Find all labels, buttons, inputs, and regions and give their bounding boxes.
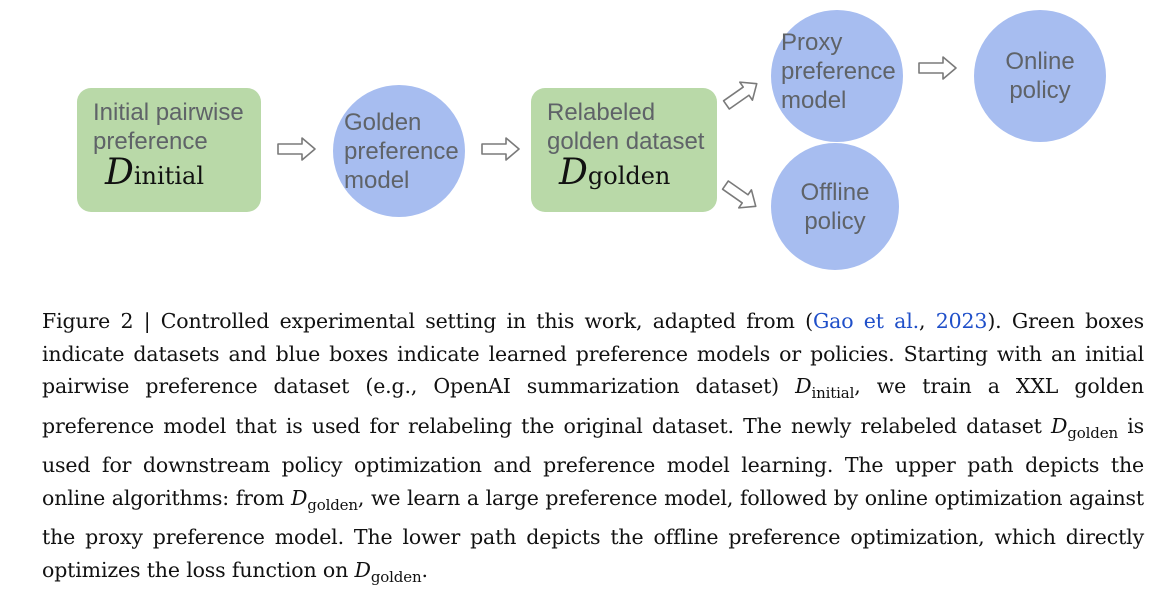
proxy-model-line1: Proxy [781, 29, 843, 56]
offline-policy-line1: Offline [800, 178, 870, 206]
d-golden-symbol: Dgolden [559, 152, 671, 193]
caption-text-5: , we learn a large preference model, fol… [42, 485, 1145, 582]
arrow-icon-2 [481, 137, 520, 161]
proxy-model-line2: preference [781, 58, 896, 85]
online-policy-line2: policy [1009, 77, 1071, 104]
arrow-icon-3 [918, 56, 957, 80]
figure-caption: Figure 2 | Controlled experimental setti… [42, 305, 1144, 593]
citation-author-link[interactable]: Gao et al. [812, 309, 920, 333]
caption-text-1: Figure 2 | Controlled experimental setti… [42, 309, 813, 333]
relabeled-dataset-box: Relabeled golden dataset Dgolden [531, 88, 717, 212]
initial-dataset-box: Initial pairwise preference Dinitial [77, 88, 261, 212]
citation-year-link[interactable]: 2023 [935, 309, 988, 333]
proxy-model-line3: model [781, 87, 847, 114]
d-initial-symbol: Dinitial [105, 152, 204, 193]
arrow-icon-up [722, 81, 758, 110]
d-golden-inline-3: Dgolden [354, 557, 422, 586]
initial-dataset-line1: Initial pairwise [93, 99, 244, 126]
relabeled-dataset-line1: Relabeled [547, 99, 656, 126]
relabeled-dataset-line2: golden dataset [547, 128, 705, 155]
caption-text-4: is used for downstream policy optimizati… [42, 413, 1144, 510]
golden-preference-model-circle: Golden preference model [333, 85, 465, 217]
arrow-icon-down [721, 180, 757, 209]
proxy-preference-model-circle: Proxy preference model [771, 10, 903, 142]
arrow-icon-1 [277, 137, 316, 161]
caption-text-3: , we train a XXL golden preference model… [42, 374, 1144, 438]
d-golden-inline-2: Dgolden [290, 485, 358, 514]
d-golden-inline-1: Dgolden [1051, 413, 1118, 442]
golden-model-line1: Golden [344, 108, 422, 136]
caption-text-6: . [421, 557, 428, 582]
golden-model-line3: model [344, 166, 410, 194]
pipeline-diagram: Initial pairwise preference Dinitial Gol… [77, 10, 1106, 270]
golden-model-line2: preference [344, 137, 459, 165]
offline-policy-circle: Offline policy [771, 143, 899, 270]
online-policy-circle: Online policy [974, 10, 1106, 142]
initial-dataset-line2: preference [93, 128, 208, 155]
d-initial-inline: Dinitial [795, 374, 855, 402]
offline-policy-line2: policy [804, 207, 866, 235]
caption-text-2: ). Green boxes indicate datasets and blu… [42, 309, 1145, 398]
online-policy-line1: Online [1005, 48, 1075, 75]
citation-separator: , [919, 309, 936, 333]
